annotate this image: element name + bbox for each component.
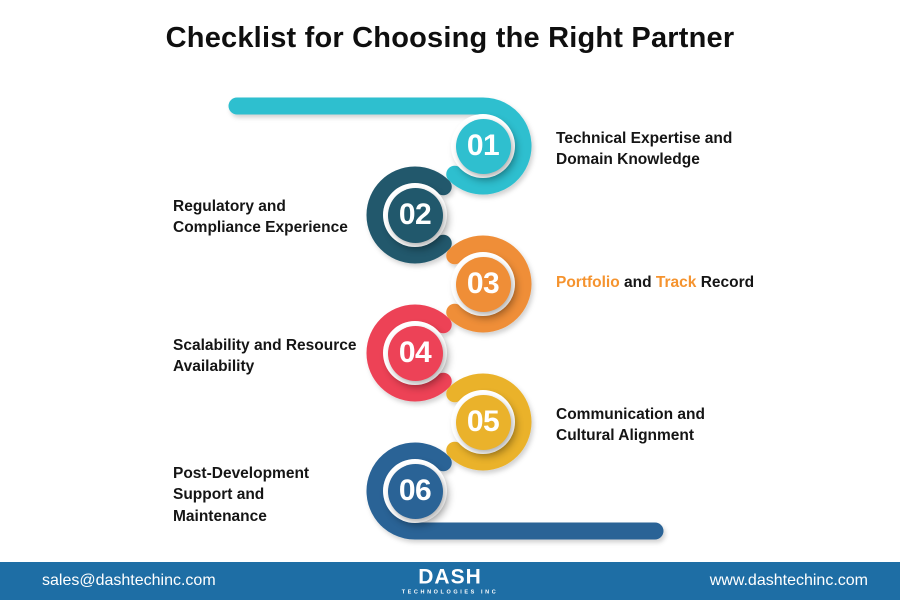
step-label-06: Post-Development Support and Maintenance [173, 465, 310, 525]
step-number-disc-06: 06 [387, 463, 443, 519]
step-number-disc-01: 01 [455, 118, 511, 174]
step-label-03-part-and: and [619, 274, 656, 291]
step-label-03-part-portfolio: Portfolio [556, 274, 620, 291]
page-title: Checklist for Choosing the Right Partner [165, 22, 735, 54]
band-segment-06 [366, 442, 664, 540]
step-label-03-part-record: Record [696, 274, 755, 291]
step-badge-04: 04 [383, 321, 447, 385]
step-number-disc-03: 03 [455, 256, 511, 312]
step-number-disc-02: 02 [387, 187, 443, 243]
step-number-03: 03 [466, 267, 500, 300]
band-segment-03 [446, 235, 532, 333]
step-badge-05: 05 [451, 390, 515, 454]
logo-wordmark: DASH [418, 565, 482, 589]
step-label-02: Regulatory and Compliance Experience [173, 198, 348, 237]
step-number-disc-05: 05 [455, 394, 511, 450]
band-segment-05 [446, 373, 532, 471]
logo-tagline: TECHNOLOGIES INC [401, 589, 499, 595]
step-number-05: 05 [466, 405, 500, 438]
step-label-03: Portfolio and Track Record [556, 272, 754, 293]
footer-email: sales@dashtechinc.com [42, 572, 216, 589]
step-badge-03: 03 [451, 252, 515, 316]
step-badge-06: 06 [383, 459, 447, 523]
step-number-02: 02 [398, 198, 432, 231]
company-logo: DASH TECHNOLOGIES INC [402, 567, 499, 596]
step-number-04: 04 [398, 336, 432, 369]
band-segment-04 [366, 304, 452, 402]
step-label-01: Technical Expertise and Domain Knowledge [556, 130, 733, 169]
step-number-01: 01 [466, 129, 500, 162]
step-badge-02: 02 [383, 183, 447, 247]
footer-website: www.dashtechinc.com [709, 572, 868, 589]
footer-bar: sales@dashtechinc.com DASH TECHNOLOGIES … [0, 562, 900, 600]
band-segment-02 [366, 166, 452, 264]
step-number-06: 06 [398, 474, 432, 507]
band-segment-01 [228, 97, 532, 195]
step-badge-01: 01 [451, 114, 515, 178]
step-label-05: Communication and Cultural Alignment [556, 406, 705, 445]
step-label-04: Scalability and Resource Availability [173, 337, 357, 376]
step-label-03-part-track: Track [655, 274, 697, 291]
step-number-disc-04: 04 [387, 325, 443, 381]
band-colored [228, 97, 664, 540]
